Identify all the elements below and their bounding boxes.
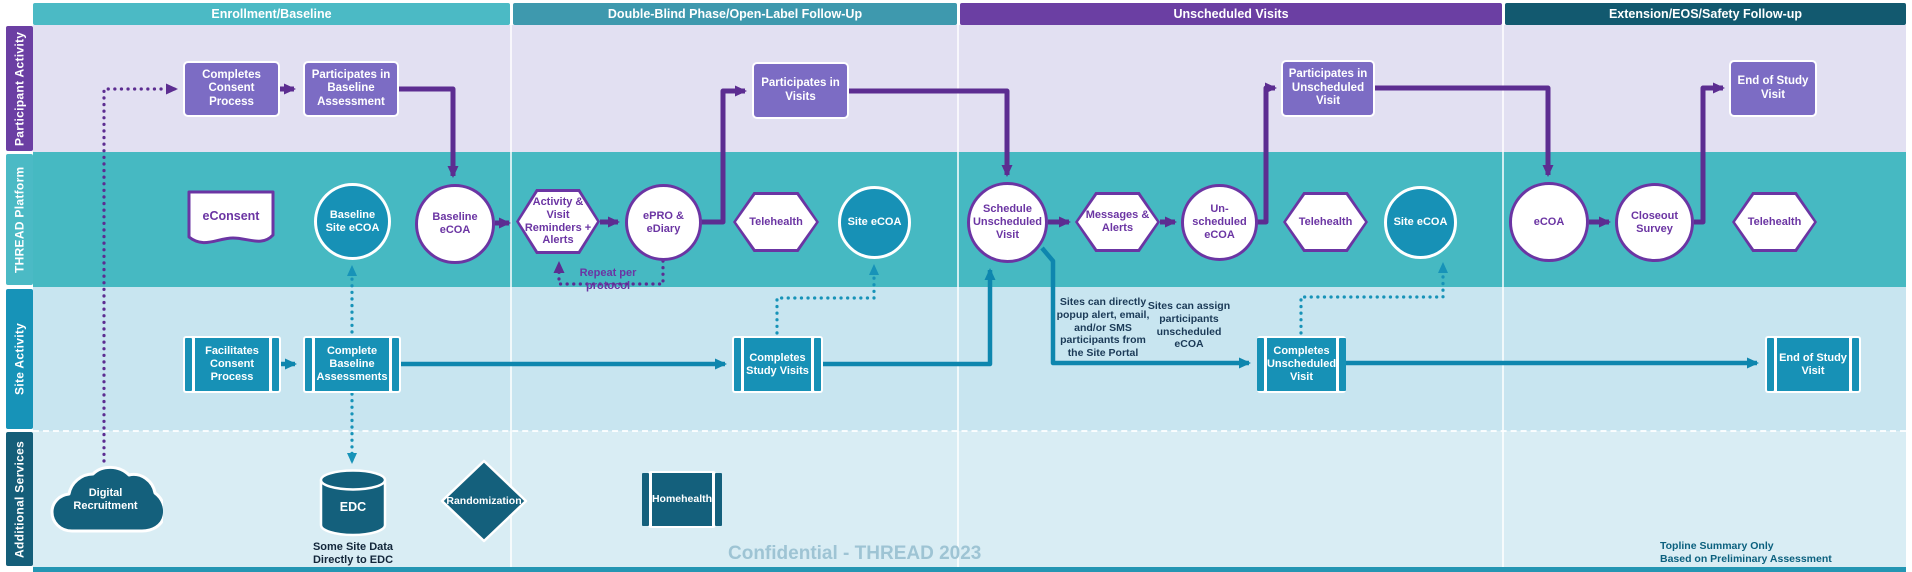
node-site-ecoa-unscheduled: Site eCOA	[1384, 186, 1457, 259]
node-telehealth-extension: Telehealth	[1732, 192, 1817, 252]
node-label: Messages & Alerts	[1085, 209, 1150, 234]
node-label: Homehealth	[651, 473, 713, 526]
annotation-repeat-per-protocol: Repeat per protocol	[579, 267, 637, 293]
node-messages-alerts: Messages & Alerts	[1075, 192, 1160, 252]
cylinder-database-icon	[319, 469, 387, 537]
diagram-bottom-border	[33, 567, 1906, 572]
annotation-sites-assign-ecoa: Sites can assign participants unschedule…	[1147, 300, 1231, 351]
node-completes-consent-process: Completes Consent Process	[183, 61, 280, 117]
lane-label-participant-activity: Participant Activity	[6, 26, 33, 151]
node-closeout-survey: Closeout Survey	[1615, 183, 1694, 262]
process-side-bar	[641, 473, 649, 526]
node-label: eConsent	[202, 208, 260, 223]
node-telehealth-unscheduled: Telehealth	[1283, 192, 1368, 252]
process-side-bar	[734, 338, 741, 391]
node-label: EDC	[339, 499, 367, 514]
lane-label-additional-services: Additional Services	[6, 432, 33, 566]
annotation-sites-popup-alert: Sites can directly popup alert, email, a…	[1056, 296, 1150, 360]
node-complete-baseline-assessments: Complete Baseline Assessments	[303, 336, 401, 393]
hexagon-shape	[1286, 195, 1365, 249]
phase-divider	[1502, 25, 1504, 567]
cloud-icon	[50, 465, 163, 533]
node-participates-in-visits: Participates in Visits	[752, 62, 849, 119]
process-side-bar	[1339, 338, 1347, 391]
node-label: Randomization	[446, 494, 522, 507]
node-site-ecoa-double-blind: Site eCOA	[838, 186, 911, 259]
node-unscheduled-ecoa: Un- scheduled eCOA	[1181, 184, 1258, 261]
phase-divider	[957, 25, 959, 567]
hexagon-shape	[1735, 195, 1814, 249]
phase-header-double-blind: Double-Blind Phase/Open-Label Follow-Up	[513, 3, 957, 25]
hexagon-shape	[519, 192, 597, 251]
node-participates-unscheduled-visit: Participates in Unscheduled Visit	[1281, 60, 1375, 117]
node-completes-study-visits: Completes Study Visits	[732, 336, 823, 393]
node-label: End of Study Visit	[1777, 338, 1849, 391]
process-side-bar	[392, 338, 399, 391]
phase-header-unscheduled: Unscheduled Visits	[960, 3, 1502, 25]
phase-header-extension: Extension/EOS/Safety Follow-up	[1505, 3, 1906, 25]
node-label: Telehealth	[749, 215, 803, 228]
process-side-bar	[272, 338, 279, 391]
node-label: Activity & Visit Reminders + Alerts	[524, 195, 592, 247]
node-epro-ediary: ePRO & eDiary	[625, 184, 702, 261]
node-label: Complete Baseline Assessments	[315, 338, 389, 391]
node-label: Telehealth	[1298, 215, 1353, 228]
node-telehealth-double-blind: Telehealth	[733, 192, 819, 252]
node-baseline-site-ecoa: Baseline Site eCOA	[314, 183, 391, 260]
watermark-confidential: Confidential - THREAD 2023	[728, 543, 982, 564]
process-side-bar	[1767, 338, 1774, 391]
hexagon-shape	[736, 195, 816, 249]
node-randomization: Randomization	[440, 459, 528, 543]
node-end-of-study-visit-participant: End of Study Visit	[1729, 60, 1817, 117]
lane-label-thread-platform: THREAD Platform	[6, 154, 33, 285]
node-label: Facilitates Consent Process	[195, 338, 269, 391]
lane-label-site-activity: Site Activity	[6, 289, 33, 429]
node-edc-database: EDC	[318, 468, 388, 538]
phase-header-enrollment: Enrollment/Baseline	[33, 3, 510, 25]
hexagon-shape	[1078, 195, 1157, 249]
process-side-bar	[305, 338, 312, 391]
process-side-bar	[185, 338, 192, 391]
document-shape-icon	[187, 190, 275, 245]
annotation-edc-caption: Some Site Data Directly to EDC	[312, 541, 394, 567]
node-activity-visit-reminders: Activity & Visit Reminders + Alerts	[516, 189, 600, 254]
process-side-bar	[814, 338, 821, 391]
node-digital-recruitment: Digital Recruitment	[48, 460, 163, 540]
annotation-topline-summary: Topline Summary Only Based on Preliminar…	[1660, 540, 1832, 565]
process-side-bar	[715, 473, 723, 526]
node-participates-baseline-assessment: Participates in Baseline Assessment	[303, 61, 399, 117]
process-side-bar	[1256, 338, 1264, 391]
node-label: Digital Recruitment	[73, 487, 138, 512]
node-completes-unscheduled-visit: Completes Unscheduled Visit	[1256, 336, 1347, 393]
node-schedule-unscheduled-visit: Schedule Unscheduled Visit	[967, 182, 1048, 263]
node-label: Completes Unscheduled Visit	[1266, 338, 1337, 391]
node-end-of-study-visit-site: End of Study Visit	[1765, 336, 1861, 393]
node-econsent: eConsent	[186, 189, 276, 251]
diamond-decision-icon	[440, 459, 528, 543]
node-label: Telehealth	[1747, 215, 1802, 228]
node-facilitates-consent-process: Facilitates Consent Process	[183, 336, 281, 393]
node-baseline-ecoa: Baseline eCOA	[415, 184, 495, 264]
lane-divider	[33, 430, 1906, 432]
node-ecoa-extension: eCOA	[1509, 182, 1589, 262]
node-homehealth: Homehealth	[641, 471, 723, 528]
process-side-bar	[1852, 338, 1859, 391]
phase-divider	[510, 25, 512, 567]
node-label: Completes Study Visits	[744, 338, 811, 391]
